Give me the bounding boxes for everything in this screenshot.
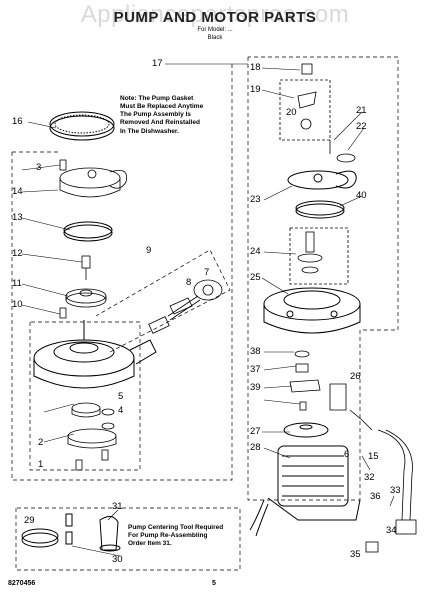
part-20: [297, 91, 317, 130]
part-25-housing: [263, 287, 361, 334]
part-11-impeller: [65, 288, 107, 308]
tool-note-line: Order Item 31.: [128, 540, 172, 548]
callout-28: 28: [250, 442, 261, 453]
pump-housing: [33, 320, 157, 389]
callout-23: 23: [250, 194, 261, 205]
footer-page: 5: [212, 580, 216, 587]
callout-17: 17: [152, 58, 163, 69]
note-line: Note: The Pump Gasket: [120, 95, 194, 102]
leader-lines: [21, 63, 395, 557]
part-9-assembly: [148, 279, 223, 334]
part-13-oring: [63, 221, 113, 242]
callout-29: 29: [24, 515, 35, 526]
part-12: [81, 255, 91, 280]
callout-40: 40: [356, 190, 367, 201]
callout-36: 36: [370, 491, 381, 502]
note-line: In The Dishwasher.: [120, 127, 179, 135]
callout-12: 12: [12, 248, 23, 259]
tool-note-line: Pump Centering Tool Required: [128, 524, 224, 531]
callout-2: 2: [38, 437, 44, 448]
parts-37-38-39: [289, 350, 321, 411]
callout-13: 13: [12, 212, 23, 223]
callout-15: 15: [368, 451, 379, 462]
part-27-28-motor: [249, 422, 361, 537]
callout-1: 1: [38, 459, 44, 470]
tool-note-line: For Pump Re-Assembling: [128, 532, 208, 540]
part-15-32-hose: [349, 409, 417, 535]
callout-31: 31: [112, 501, 123, 512]
callout-34: 34: [386, 525, 397, 536]
part-21-22: [329, 140, 356, 163]
part-19-box: [279, 79, 331, 141]
callout-22: 22: [356, 121, 367, 132]
callout-20: 20: [286, 107, 297, 118]
part-26-bracket: [329, 383, 347, 411]
callout-30: 30: [112, 554, 123, 565]
lower-pump-parts: [67, 402, 117, 471]
callout-18: 18: [250, 62, 261, 73]
part-23-bracket: [287, 170, 357, 190]
callout-26: 26: [350, 371, 361, 382]
callout-10: 10: [12, 299, 23, 310]
callout-25: 25: [250, 272, 261, 283]
callout-37: 37: [250, 364, 261, 375]
callout-38: 38: [250, 346, 261, 357]
part-10: [59, 307, 67, 319]
callout-35: 35: [350, 549, 361, 560]
part-16-gasket: [49, 111, 115, 141]
part-18: [301, 63, 313, 75]
model-line: For Model: ...: [197, 27, 233, 33]
part-24-shaft: [289, 227, 349, 285]
gasket-note: Note: The Pump Gasket Must Be Replaced A…: [120, 95, 203, 136]
callout-19: 19: [250, 84, 261, 95]
part-40-oring: [295, 200, 345, 219]
callout-5: 5: [118, 391, 124, 402]
note-line: Must Be Replaced Anytime: [120, 103, 204, 111]
note-line: Removed And Reinstalled: [120, 119, 200, 127]
callout-8: 8: [186, 277, 192, 288]
tool-note: Pump Centering Tool Required For Pump Re…: [128, 524, 223, 548]
callout-33: 33: [390, 485, 401, 496]
callout-4: 4: [118, 405, 124, 416]
callout-16: 16: [12, 116, 23, 127]
callout-21: 21: [356, 105, 367, 116]
callout-7: 7: [204, 267, 210, 278]
callout-24: 24: [250, 246, 261, 257]
callout-3: 3: [36, 162, 42, 173]
page-title: PUMP AND MOTOR PARTS: [113, 9, 317, 26]
footer-code: 8270456: [8, 580, 36, 587]
callout-14: 14: [12, 186, 23, 197]
bottom-parts: [21, 513, 121, 552]
color-line: Black: [207, 35, 223, 41]
assembly-boundaries: [11, 56, 399, 571]
callout-39: 39: [250, 382, 261, 393]
callout-9: 9: [146, 245, 152, 256]
callout-27: 27: [250, 426, 261, 437]
part-14-cover: [59, 159, 128, 198]
watermark: Appliancepartspros.com: [80, 1, 350, 28]
note-line: The Pump Assembly Is: [120, 111, 191, 119]
callout-32: 32: [364, 472, 375, 483]
part-35: [365, 541, 379, 553]
callout-6: 6: [344, 449, 350, 460]
callout-11: 11: [12, 278, 22, 289]
